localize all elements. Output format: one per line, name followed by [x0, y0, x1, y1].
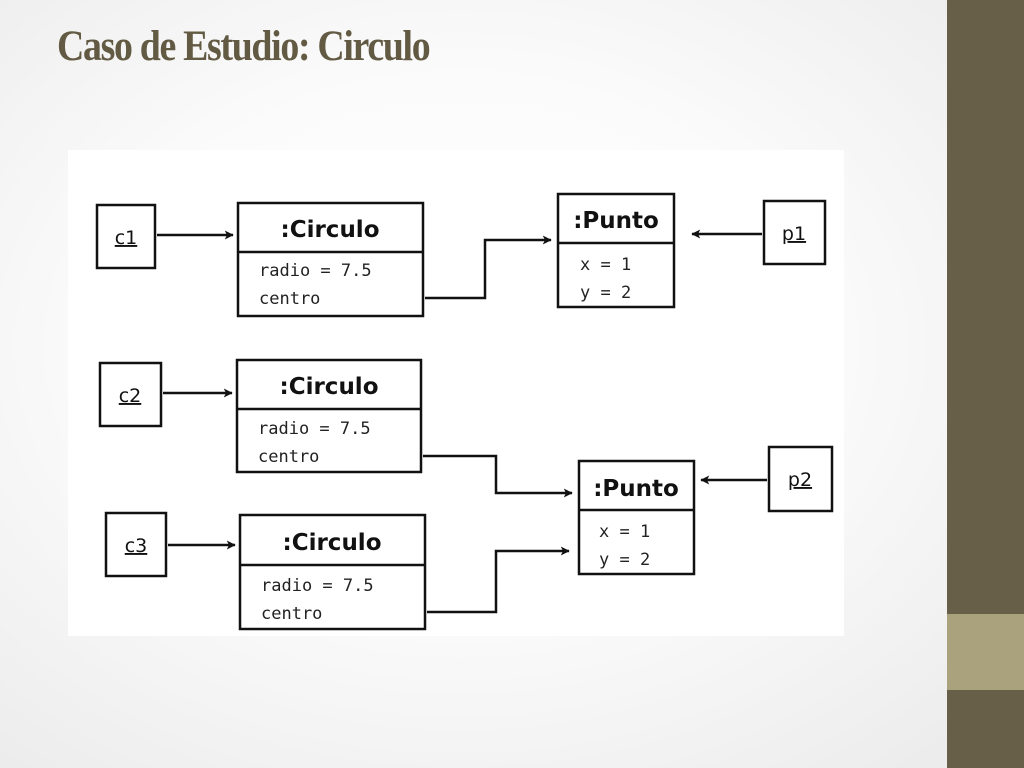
ref-c1-label: c1 — [115, 227, 138, 249]
arrow-circulo3-to-punto2 — [427, 546, 570, 614]
arrow-circulo2-to-punto2 — [423, 454, 573, 498]
circulo-3-centro: centro — [261, 604, 322, 624]
ref-c2: c2 — [98, 361, 163, 428]
ref-c1: c1 — [95, 203, 157, 270]
circulo-2-centro: centro — [258, 447, 319, 467]
circulo-object-2: :Circulo radio = 7.5 centro — [235, 358, 423, 474]
circulo-3-radio: radio = 7.5 — [261, 576, 374, 596]
punto-2-y: y = 2 — [599, 550, 650, 570]
arrow-circulo1-to-punto1 — [425, 235, 552, 300]
ref-p1: p1 — [762, 199, 827, 266]
punto-1-title: :Punto — [573, 208, 659, 234]
circulo-object-3: :Circulo radio = 7.5 centro — [238, 513, 427, 631]
ref-p2-label: p2 — [788, 469, 812, 491]
circulo-2-radio: radio = 7.5 — [258, 419, 371, 439]
punto-object-2: :Punto x = 1 y = 2 — [577, 459, 696, 576]
punto-2-title: :Punto — [593, 476, 679, 502]
ref-p1-label: p1 — [782, 223, 806, 245]
circulo-1-centro: centro — [259, 289, 320, 309]
punto-1-y: y = 2 — [580, 283, 631, 303]
ref-p2: p2 — [767, 445, 834, 513]
circulo-1-radio: radio = 7.5 — [259, 261, 372, 281]
punto-2-x: x = 1 — [599, 522, 650, 542]
circulo-1-title: :Circulo — [281, 217, 380, 243]
slide-title: Caso de Estudio: Circulo — [57, 23, 431, 70]
circulo-3-title: :Circulo — [283, 530, 382, 556]
punto-1-x: x = 1 — [580, 255, 631, 275]
punto-object-1: :Punto x = 1 y = 2 — [556, 192, 676, 309]
ref-c2-label: c2 — [119, 385, 142, 407]
circulo-2-title: :Circulo — [280, 374, 379, 400]
circulo-object-1: :Circulo radio = 7.5 centro — [236, 201, 425, 318]
side-accent-block — [947, 614, 1024, 690]
ref-c3: c3 — [104, 511, 168, 578]
ref-c3-label: c3 — [125, 535, 148, 557]
